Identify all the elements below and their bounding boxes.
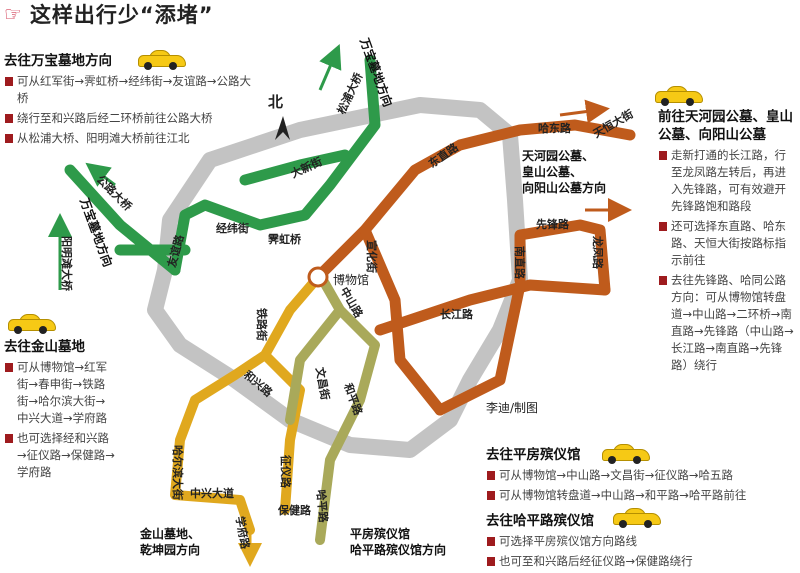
car-icon <box>655 86 703 106</box>
panel-title: 去往哈平路殡仪馆 <box>486 513 594 529</box>
olive-routes <box>285 270 380 545</box>
panel-item: 可从博物馆→中山路→文昌街→征仪路→哈五路 <box>486 467 798 484</box>
road-label: 哈平路 <box>314 489 331 524</box>
car-icon <box>602 444 650 464</box>
road-label: 哈东路 <box>538 121 572 135</box>
road-label: 文昌街 <box>313 366 333 401</box>
panel-item: 可从红军街→霁虹桥→经纬街→友谊路→公路大桥 <box>4 73 254 107</box>
panel-title: 去往平房殡仪馆 <box>486 447 581 463</box>
page-title: 这样出行少“添堵” <box>29 3 214 27</box>
panel-item: 可选择平房殡仪馆方向路线 <box>486 533 798 550</box>
green-routes <box>64 54 381 276</box>
museum-label: 博物馆 <box>333 272 369 287</box>
panel-item: 也可选择经和兴路→征仪路→保健路→学府路 <box>4 430 116 481</box>
panel-haping: 去往哈平路殡仪馆 可选择平房殡仪馆方向路线 也可至和兴路后经征仪路→保健路绕行 <box>486 512 798 573</box>
dir-label-jinshan-1: 金山墓地、 <box>139 526 200 541</box>
car-icon <box>138 50 186 70</box>
road-label: 长江路 <box>440 307 474 321</box>
museum-marker <box>307 266 329 288</box>
car-icon <box>613 508 661 528</box>
dir-label-pingfang-1: 平房殡仪馆 <box>350 526 410 541</box>
north-label: 北 <box>268 93 283 111</box>
ring-road <box>147 97 528 458</box>
road-label: 南直路 <box>513 246 527 280</box>
panel-title: 去往金山墓地 <box>4 339 85 355</box>
road-label: 宣化街 <box>365 240 379 273</box>
road-label: 龙凤路 <box>591 235 605 270</box>
panel-item: 可从博物馆→红军街→春申街→铁路街→哈尔滨大街→中兴大道→学府路 <box>4 359 116 427</box>
panel-item: 还可选择东直路、哈东路、天恒大街按路标指示前往 <box>658 218 796 269</box>
dir-label-tianhe-3: 向阳山公墓方向 <box>522 180 606 195</box>
road-label: 先锋路 <box>536 217 570 231</box>
panel-item: 从松浦大桥、阳明滩大桥前往江北 <box>4 130 254 147</box>
page-header: ☞ 这样出行少“添堵” <box>0 0 214 28</box>
road-label: 铁路街 <box>255 308 269 341</box>
panel-wanbao: 去往万宝墓地方向 可从红军街→霁虹桥→经纬街→友谊路→公路大桥 绕行至和兴路后经… <box>4 52 254 150</box>
road-label: 阳明滩大桥 <box>60 236 74 292</box>
panel-item: 也可至和兴路后经征仪路→保健路绕行 <box>486 553 798 570</box>
pointing-hand-icon: ☞ <box>4 2 22 26</box>
map-credit: 李迪/制图 <box>486 400 538 415</box>
north-arrow-icon <box>275 116 290 140</box>
panel-pingfang: 去往平房殡仪馆 可从博物馆→中山路→文昌街→征仪路→哈五路 可从博物馆转盘道→中… <box>486 446 798 507</box>
dir-label-tianhe-2: 皇山公墓、 <box>522 164 582 179</box>
panel-item: 绕行至和兴路后经二环桥前往公路大桥 <box>4 110 254 127</box>
car-icon <box>8 314 56 334</box>
road-label: 学府路 <box>233 515 253 551</box>
panel-item: 去往先锋路、哈同公路方向：可从博物馆转盘道→中山路→二环桥→南直路→先锋路（中山… <box>658 272 796 374</box>
dir-label-pingfang-2: 哈平路殡仪馆方向 <box>350 542 446 557</box>
panel-title: 去往万宝墓地方向 <box>4 53 112 69</box>
road-label: 保健路 <box>277 503 312 517</box>
dir-label-jinshan-2: 乾坤园方向 <box>140 542 200 557</box>
panel-item: 可从博物馆转盘道→中山路→和平路→哈平路前往 <box>486 487 798 504</box>
panel-jinshan: 去往金山墓地 可从博物馆→红军街→春申街→铁路街→哈尔滨大街→中兴大道→学府路 … <box>4 338 116 484</box>
tianhe-arrow <box>559 99 610 124</box>
road-label: 霁虹桥 <box>267 232 302 246</box>
orange-routes <box>314 119 636 416</box>
panel-title: 前往天河园公墓、皇山公墓、向阳山公墓 <box>658 109 793 143</box>
road-label: 中兴大道 <box>190 486 234 500</box>
panel-item: 走新打通的长江路，行至龙凤路左转后，再进入先锋路，可有效避开先锋路饱和路段 <box>658 147 796 215</box>
dir-label-tianhe-1: 天河园公墓、 <box>522 148 594 163</box>
road-label: 经纬街 <box>216 221 249 235</box>
wanbao-left-arrow <box>85 162 116 187</box>
panel-tianhe: 前往天河园公墓、皇山公墓、向阳山公墓 走新打通的长江路，行至龙凤路左转后，再进入… <box>658 108 796 377</box>
wanbao-top-arrow <box>318 43 342 91</box>
road-label: 征仪路 <box>279 455 293 489</box>
road-label: 哈尔滨大街 <box>171 445 185 500</box>
